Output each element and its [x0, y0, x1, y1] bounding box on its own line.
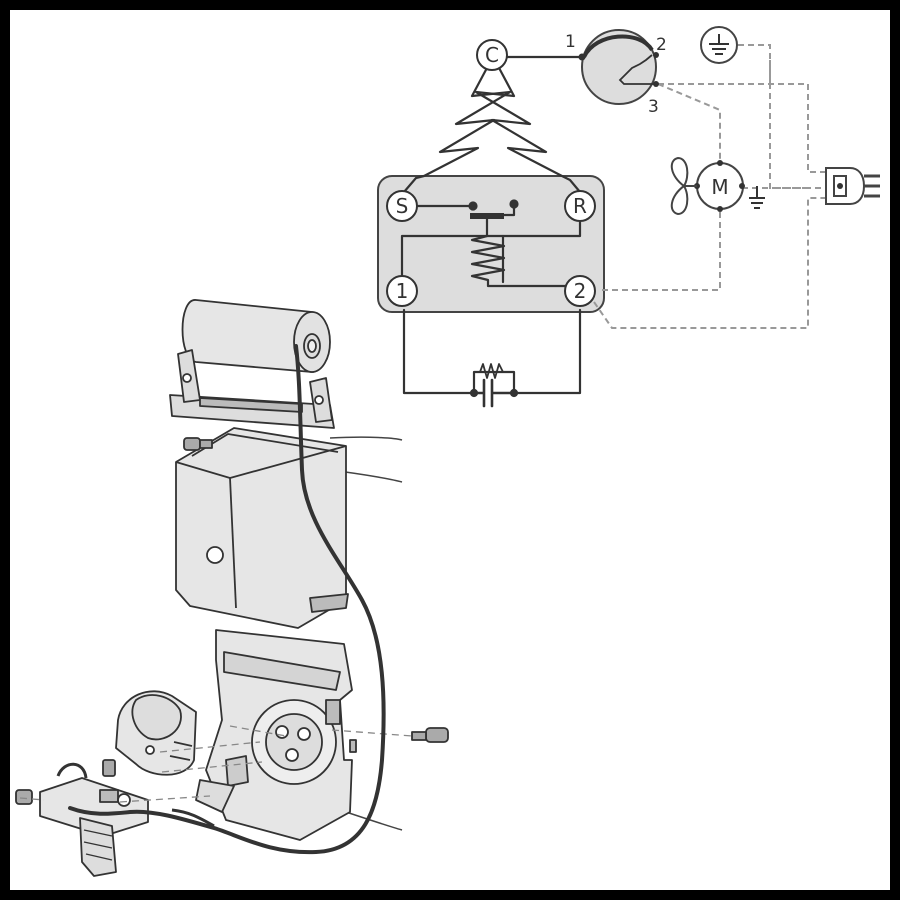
capacitor-loop: [402, 308, 582, 395]
motor-node-right: [739, 183, 745, 189]
thermostat-pin-1-dot: [578, 53, 586, 61]
relay-contact-right: [509, 199, 519, 209]
power-cord: [68, 344, 386, 855]
terminal-1-label: 1: [396, 279, 409, 303]
terminal-s-label: S: [396, 194, 409, 218]
mounting-screw-right: [411, 727, 449, 743]
ground-icon: [700, 26, 738, 64]
resistor-icon: [479, 363, 504, 379]
terminal-r-label: R: [573, 194, 587, 218]
thermostat-pin-3-dot: [653, 81, 659, 87]
relay-coil: [470, 220, 568, 288]
relay-cover: [175, 427, 349, 629]
overload-protector: [39, 762, 149, 877]
terminal-relay-1: 1: [386, 275, 418, 307]
motor-ground-icon: [749, 186, 765, 209]
run-winding: [474, 64, 582, 194]
relay-wire-r-to-1: [400, 220, 582, 278]
thermostat-pin-3-label: 3: [648, 97, 659, 117]
terminal-run: R: [564, 190, 596, 222]
start-relay: [115, 690, 197, 776]
terminal-c-label: C: [485, 43, 499, 67]
plug-icon: [825, 167, 880, 205]
start-winding: [402, 64, 512, 194]
motor-node-bottom: [717, 206, 723, 212]
terminal-common: C: [476, 39, 508, 71]
thermostat-pin-2-label: 2: [656, 35, 667, 55]
relay-contact-left: [468, 201, 478, 211]
small-screw-left: [15, 789, 33, 805]
terminal-start: S: [386, 190, 418, 222]
power-cord-branch: [171, 808, 215, 828]
fan-icon: [670, 156, 697, 216]
thermostat-pin-2-dot: [653, 52, 659, 58]
terminal-2-label: 2: [574, 279, 587, 303]
exploded-view-guides: [19, 725, 413, 803]
run-capacitor: [181, 299, 331, 373]
capacitor-node-right: [509, 388, 519, 398]
fan-motor-label: M: [711, 175, 728, 199]
thermostat-bimetal: [582, 34, 654, 59]
capacitor-icon: [472, 378, 516, 408]
relay-mounting-bracket: [195, 629, 357, 841]
capacitor-node-left: [469, 388, 479, 398]
motor-node-top: [717, 160, 723, 166]
relay-armature: [470, 213, 504, 219]
fan-motor: M: [694, 160, 745, 212]
wiring-schematic: [377, 55, 605, 408]
thermostat: 1 2 3: [565, 29, 667, 117]
thermostat-pin-1-label: 1: [565, 32, 576, 52]
compressor-assembly-illustration: [15, 299, 449, 877]
small-screw-top: [102, 759, 116, 777]
terminal-relay-2: 2: [564, 275, 596, 307]
external-dashed-wiring: [593, 44, 826, 329]
screw-icon: [183, 437, 213, 451]
thermostat-contact: [618, 54, 656, 85]
